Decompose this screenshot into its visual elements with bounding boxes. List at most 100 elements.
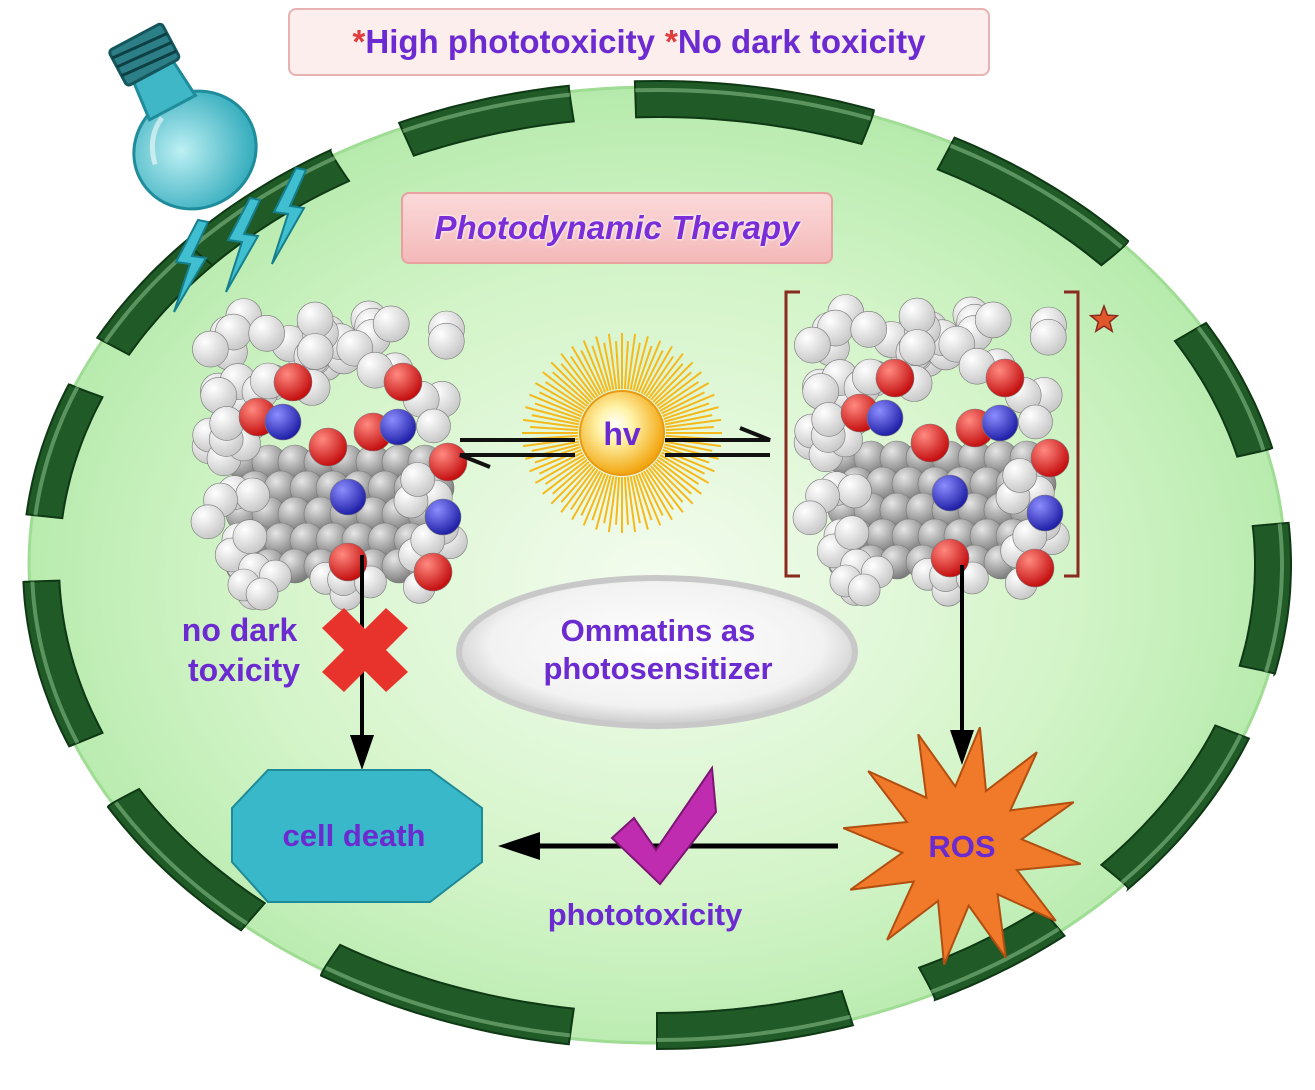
sun-ray — [550, 463, 592, 505]
membrane-segment — [656, 989, 855, 1051]
sun-ray — [595, 336, 612, 391]
membrane-segment — [936, 136, 1130, 267]
atom — [235, 477, 270, 513]
atom — [400, 462, 436, 497]
sun-ray — [658, 381, 700, 410]
sun-ray — [659, 382, 710, 412]
sun-ray — [658, 456, 700, 485]
phototoxicity-arrow-head — [498, 832, 540, 860]
dark-arrow-head — [350, 735, 374, 770]
sun-ray — [560, 363, 594, 401]
sun-ray — [542, 371, 588, 407]
therapy-title: Photodynamic Therapy — [401, 192, 833, 264]
cell-death-shape — [231, 769, 483, 903]
sun-ray — [643, 470, 673, 521]
atom — [296, 301, 334, 339]
sun-ray — [560, 353, 596, 399]
sun-ray — [661, 391, 705, 415]
atom — [1030, 438, 1070, 478]
sun-ray — [659, 454, 710, 484]
ommatin-molecule-excited-state — [792, 294, 1070, 607]
membrane-highlight — [949, 143, 1123, 249]
atom — [811, 402, 847, 437]
atom — [428, 442, 468, 482]
membrane-highlight — [114, 801, 249, 926]
atom — [834, 515, 870, 551]
sun-ray — [531, 414, 579, 426]
atom — [1026, 494, 1064, 532]
sun-ray — [522, 418, 579, 429]
sun-ray — [645, 355, 674, 397]
atom — [383, 362, 423, 402]
sun-ray — [665, 418, 722, 429]
sun-ray — [534, 454, 585, 484]
ros-burst-shape — [842, 726, 1082, 966]
atom — [424, 498, 462, 536]
membrane-segment — [1099, 724, 1251, 892]
phototoxicity-label: phototoxicity — [548, 897, 743, 932]
sun-ray — [665, 414, 713, 426]
membrane-highlight — [33, 386, 80, 516]
membrane-highlight — [324, 965, 571, 1038]
sun-ray — [607, 476, 618, 533]
property-banner: * High phototoxicity * No dark toxicity — [288, 8, 990, 76]
sun-ray — [552, 461, 590, 495]
sun-ray — [525, 406, 580, 423]
lightning-bolt-icons — [173, 166, 308, 313]
ommatin-molecule-ground-state — [190, 298, 468, 611]
membrane-segment — [320, 943, 575, 1046]
atom — [209, 406, 244, 441]
sun-ray — [656, 371, 702, 407]
atom — [1015, 548, 1055, 588]
atom — [794, 326, 831, 364]
sun-ray — [654, 371, 692, 405]
atom — [416, 408, 451, 444]
banner-item-no-dark-toxicity: No dark toxicity — [677, 23, 926, 60]
sun-ray — [632, 336, 649, 391]
atom — [974, 301, 1012, 339]
phototoxicity-check-icon — [610, 765, 718, 886]
sun-ray — [615, 341, 621, 390]
atom — [379, 408, 417, 446]
light-bulb-icon — [108, 22, 258, 211]
lightning-bolt-icon — [271, 166, 308, 265]
sun-ray — [603, 476, 615, 524]
atom — [981, 404, 1019, 442]
atom — [413, 552, 453, 592]
sun-ray — [582, 473, 607, 526]
atom — [931, 474, 969, 512]
sun-ray — [623, 341, 629, 390]
no-dark-line-2: toxicity — [188, 652, 300, 688]
membrane-highlight — [656, 1014, 851, 1042]
membrane-segment — [22, 579, 104, 748]
atom — [1002, 458, 1038, 493]
sun-ray — [629, 342, 641, 390]
atom — [328, 542, 368, 582]
sun-ray — [635, 474, 653, 521]
sun-ray — [544, 456, 586, 485]
sun-ray — [623, 476, 629, 525]
membrane-segment — [95, 238, 215, 356]
light-label: hv — [603, 416, 641, 452]
sun-ray — [571, 470, 601, 521]
sun-ray — [560, 467, 596, 513]
atom — [1018, 404, 1053, 440]
sun-ray — [648, 353, 684, 399]
sun-ray — [664, 406, 719, 423]
lightning-bolt-icon — [225, 196, 262, 293]
atom — [232, 519, 268, 555]
excited-state-bracket-right — [1064, 290, 1080, 578]
sun-ray — [591, 345, 609, 392]
atom — [329, 478, 367, 516]
sun-ray — [595, 475, 612, 530]
sun-ray — [650, 465, 684, 503]
sun-ray — [542, 459, 588, 495]
membrane-segment — [25, 382, 104, 520]
atom — [1030, 318, 1067, 356]
membrane-segment — [1238, 521, 1292, 678]
sun-ray — [663, 402, 710, 420]
atom — [308, 427, 348, 467]
sun-ray — [652, 361, 694, 403]
